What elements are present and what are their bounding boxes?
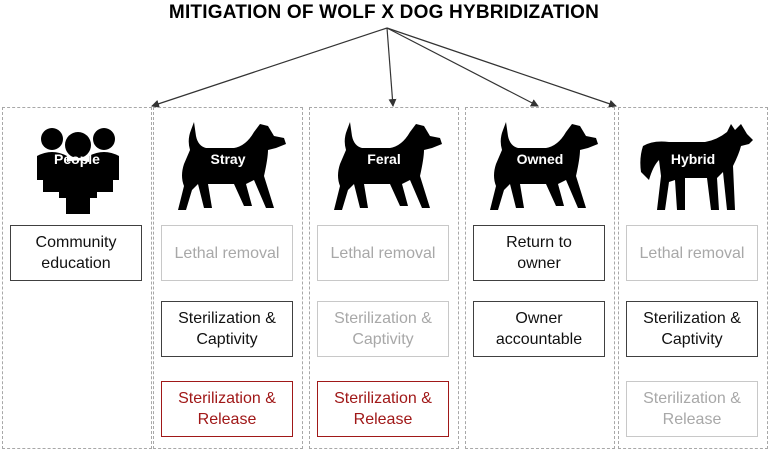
action-box: Sterilization & Captivity	[317, 301, 449, 357]
action-box: Sterilization & Captivity	[626, 301, 758, 357]
column-icon-wrap	[310, 118, 458, 218]
arrow-to-owned	[386, 27, 539, 107]
dog-icon	[334, 122, 442, 210]
dog-icon	[490, 122, 598, 210]
action-box: Lethal removal	[626, 225, 758, 281]
people-group-icon	[37, 128, 119, 214]
icon-label: Feral	[367, 151, 401, 167]
column-icon-wrap	[619, 118, 767, 218]
action-box: Lethal removal	[317, 225, 449, 281]
action-box: Community education	[10, 225, 142, 281]
arrow-to-stray	[151, 27, 388, 108]
arrow-to-feral	[386, 27, 397, 107]
diagram-title: MITIGATION OF WOLF X DOG HYBRIDIZATION	[168, 2, 600, 23]
action-box: Sterilization & Release	[161, 381, 293, 437]
action-box: Return to owner	[473, 225, 605, 281]
icon-label: People	[54, 151, 100, 167]
arrow-to-hybrid	[386, 27, 617, 108]
column-icon-wrap	[466, 118, 614, 218]
action-box: Lethal removal	[161, 225, 293, 281]
icon-label: Hybrid	[670, 151, 716, 167]
action-box: Sterilization & Release	[626, 381, 758, 437]
dog-icon	[178, 122, 286, 210]
wolf-icon	[640, 124, 753, 210]
icon-label: Owned	[516, 151, 564, 167]
column-icon-wrap	[154, 118, 302, 218]
action-box: Sterilization & Captivity	[161, 301, 293, 357]
icon-label: Stray	[210, 151, 246, 167]
action-box: Owner accountable	[473, 301, 605, 357]
action-box: Sterilization & Release	[317, 381, 449, 437]
column-icon-wrap	[3, 118, 151, 218]
